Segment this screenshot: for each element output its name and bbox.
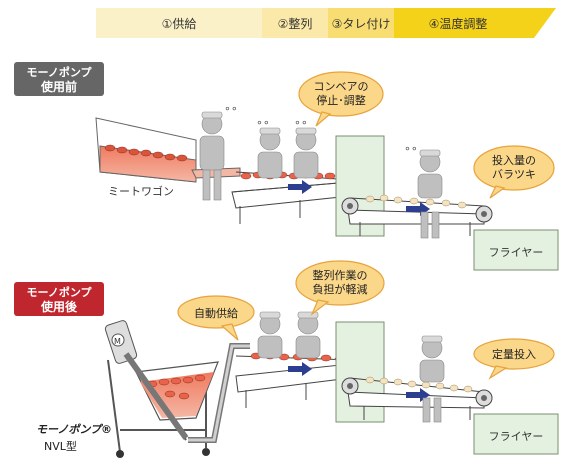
- worker-before-4-sweat: ∘∘: [404, 142, 418, 155]
- before-badge: モーノポンプ 使用前: [14, 62, 104, 96]
- mono-pump: M: [104, 320, 250, 458]
- step-4-label: ④温度調整: [429, 16, 488, 31]
- worker-before-1: [199, 111, 225, 201]
- step-1-label: ①供給: [162, 17, 197, 31]
- before-conveyor-2: [341, 194, 493, 236]
- svg-text:M: M: [114, 337, 121, 346]
- step-3-box: [328, 8, 394, 38]
- worker-before-3-sweat: ∘∘: [294, 116, 308, 129]
- worker-before-4: [417, 149, 443, 239]
- pump-brand-label: モーノポンプ®: [36, 423, 112, 436]
- before-badge-line2: 使用前: [40, 79, 77, 94]
- bubble-conveyor-line2: 停止･調整: [316, 93, 366, 107]
- sauce-box-after: [335, 321, 385, 423]
- step-header: ①供給 ②整列 ③タレ付け ④温度調整: [96, 8, 556, 38]
- bubble-fixed-label: 定量投入: [492, 347, 536, 361]
- fryer-before: フライヤー: [473, 229, 559, 271]
- bubble-align-line2: 負担が軽減: [313, 282, 368, 296]
- bubble-input-line2: バラツキ: [492, 168, 536, 181]
- worker-before-2-sweat: ∘∘: [256, 116, 270, 129]
- after-badge-line2: 使用後: [40, 299, 78, 314]
- step-1-box: [96, 8, 262, 38]
- arrow-before-1: [288, 180, 312, 194]
- worker-after-1: [257, 311, 283, 359]
- meat-wagon: ミートワゴン: [95, 117, 197, 198]
- after-badge: モーノポンプ 使用後: [14, 282, 104, 316]
- bubble-auto-label: 自動供給: [194, 306, 238, 320]
- fryer-after: フライヤー: [473, 413, 559, 455]
- step-2-box: [262, 8, 328, 38]
- step-3-label: ③タレ付け: [332, 17, 391, 31]
- worker-after-3: [419, 335, 445, 423]
- bubble-fixed: 定量投入: [473, 338, 555, 380]
- worker-before-2: [257, 127, 283, 179]
- bubble-input-line1: 投入量の: [492, 153, 536, 167]
- wagon-label: ミートワゴン: [108, 184, 174, 198]
- pump-model-label: NVL型: [44, 439, 77, 453]
- arrow-after-1: [288, 362, 312, 376]
- worker-after-2: [295, 311, 321, 359]
- fryer-before-label: フライヤー: [489, 246, 544, 259]
- worker-before-3: [293, 127, 319, 179]
- bubble-auto: 自動供給: [177, 295, 255, 341]
- step-4-box: [394, 8, 556, 38]
- bubble-align: 整列作業の 負担が軽減: [295, 260, 385, 316]
- before-badge-line1: モーノポンプ: [26, 65, 92, 79]
- bubble-conveyor-line1: コンベアの: [314, 80, 369, 93]
- bubble-input: 投入量の バラツキ: [473, 145, 555, 199]
- bubble-conveyor: コンベアの 停止･調整: [298, 71, 384, 127]
- fryer-after-label: フライヤー: [489, 430, 544, 443]
- step-2-label: ②整列: [278, 16, 313, 31]
- bubble-align-line1: 整列作業の: [313, 268, 368, 282]
- after-badge-line1: モーノポンプ: [26, 285, 92, 299]
- worker-before-1-sweat: ∘∘: [224, 102, 238, 115]
